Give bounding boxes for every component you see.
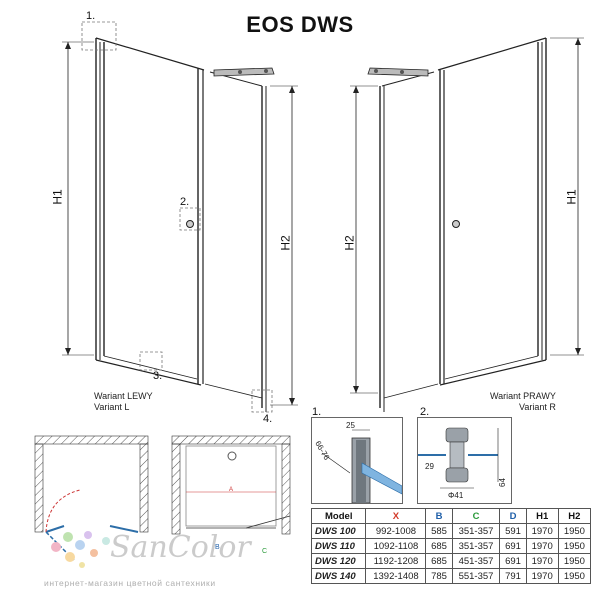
detail-2-box — [417, 417, 512, 504]
table-cell: 1092-1108 — [365, 538, 427, 554]
column-header: C — [451, 508, 501, 524]
table-cell: 1970 — [525, 553, 559, 569]
detail-2-dim-phi41: Φ41 — [448, 491, 464, 500]
left-variant-drawing — [62, 21, 298, 413]
h1-label-left: H1 — [50, 189, 65, 205]
model-cell: DWS 110 — [310, 538, 367, 554]
h1-label-right: H1 — [564, 189, 579, 205]
right-variant-drawing — [350, 37, 584, 412]
table-cell: 791 — [499, 568, 527, 584]
plan-right — [171, 435, 291, 535]
column-header: B — [425, 508, 453, 524]
variant-right-en: Variant R — [518, 402, 556, 412]
plan-letter-a: A — [229, 487, 234, 493]
detail-2-dim-29: 29 — [425, 462, 434, 471]
watermark-subtitle: интернет-магазин цветной сантехники — [44, 578, 216, 588]
table-cell: 451-357 — [451, 553, 501, 569]
page-title: EOS DWS — [246, 12, 354, 37]
watermark-brand: SanColor — [110, 530, 251, 565]
callout-2: 2. — [180, 196, 190, 208]
variant-right-caption: Wariant PRAWY Variant R — [490, 391, 556, 413]
plan-view-drawings — [34, 435, 291, 561]
detail-1-drawing — [321, 429, 403, 504]
detail-1-dim-25: 25 — [346, 421, 355, 430]
model-cell: DWS 100 — [310, 523, 367, 539]
variant-left-caption: Wariant LEWY Variant L — [94, 391, 153, 413]
callout-3: 3. — [153, 370, 163, 382]
watermark-dots — [51, 531, 110, 568]
table-cell: 1392-1408 — [365, 568, 427, 584]
table-cell: 691 — [499, 553, 527, 569]
callout-4: 4. — [263, 413, 273, 425]
plan-letter-b: B — [215, 544, 220, 551]
table-cell: 1950 — [557, 523, 592, 539]
table-cell: 551-357 — [451, 568, 501, 584]
variant-right-pl: Wariant PRAWY — [490, 391, 556, 401]
model-cell: DWS 140 — [310, 568, 367, 584]
table-cell: 1192-1208 — [365, 553, 427, 569]
model-cell: DWS 120 — [310, 553, 367, 569]
variant-left-pl: Wariant LEWY — [94, 391, 153, 401]
table-cell: 685 — [425, 553, 453, 569]
table-cell: 351-357 — [451, 523, 501, 539]
callout-1: 1. — [86, 10, 96, 22]
detail-2-dim-64: 64 — [497, 478, 507, 487]
table-cell: 691 — [499, 538, 527, 554]
plan-letter-c: C — [262, 548, 268, 555]
variant-left-en: Variant L — [94, 402, 130, 412]
h2-label-right: H2 — [342, 235, 357, 251]
table-cell: 585 — [425, 523, 453, 539]
detail-2-label: 2. — [420, 406, 430, 418]
table-cell: 1950 — [557, 553, 592, 569]
detail-1-label: 1. — [312, 406, 322, 418]
detail-2-drawing — [418, 427, 499, 489]
table-cell: 351-357 — [451, 538, 501, 554]
table-cell: 992-1008 — [365, 523, 427, 539]
column-header: D — [499, 508, 527, 524]
table-cell: 1970 — [525, 538, 559, 554]
table-cell: 685 — [425, 538, 453, 554]
column-header: Model — [310, 508, 367, 524]
column-header: H1 — [525, 508, 559, 524]
detail-1-box — [311, 417, 403, 504]
column-header: H2 — [557, 508, 592, 524]
h2-label-left: H2 — [278, 235, 293, 251]
table-cell: 1950 — [557, 538, 592, 554]
column-header: X — [365, 508, 427, 524]
table-cell: 1970 — [525, 523, 559, 539]
table-cell: 591 — [499, 523, 527, 539]
table-cell: 1950 — [557, 568, 592, 584]
table-cell: 785 — [425, 568, 453, 584]
table-cell: 1970 — [525, 568, 559, 584]
